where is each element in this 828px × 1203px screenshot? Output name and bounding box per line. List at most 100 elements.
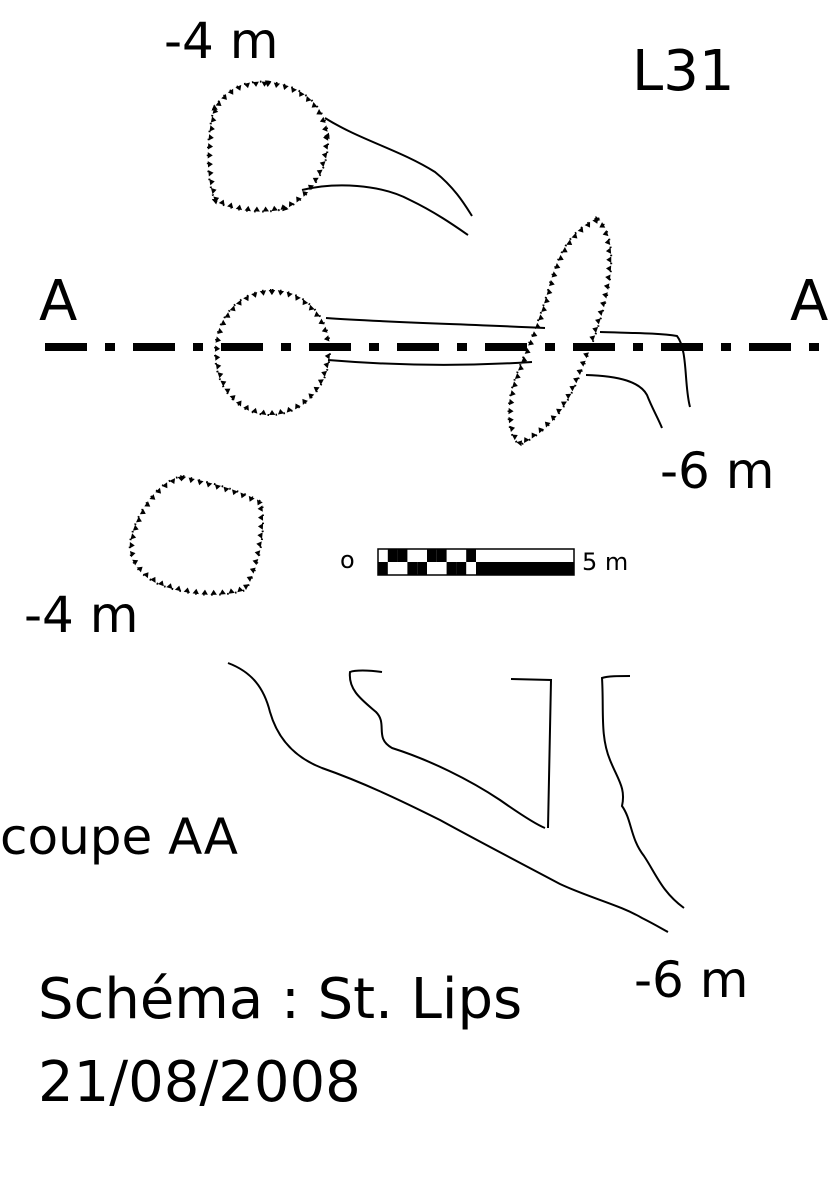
pit-hachure-tooth	[554, 263, 561, 269]
pit-hachure-tooth	[256, 499, 263, 506]
pit-hachure-tooth	[524, 347, 531, 354]
pit-hachure-tooth	[217, 327, 224, 334]
pit-hachure-tooth	[166, 583, 173, 590]
pit-hachure-tooth	[592, 326, 599, 333]
passage-wall-top-upper	[324, 117, 473, 217]
pit-hachure-tooth	[308, 393, 315, 400]
pit-hachure-tooth	[213, 196, 220, 203]
pit-hachure-tooth	[561, 246, 568, 253]
pit-elongated	[507, 216, 613, 447]
pit-hachure-tooth	[243, 295, 249, 302]
pit-hachure-tooth	[321, 326, 328, 333]
pit-hachure-tooth	[573, 377, 579, 384]
pit-hachure-tooth	[288, 201, 295, 208]
pit-hachure-tooth	[249, 567, 256, 574]
pit-hachure-tooth	[296, 196, 302, 203]
pit-hachure-tooth	[324, 353, 331, 360]
pit-hachure-tooth	[208, 134, 214, 141]
depth-label-lower-left: -4 m	[24, 586, 139, 644]
pit-hachure-tooth	[571, 232, 578, 239]
pit-hachure-tooth	[302, 191, 309, 197]
pit-hachure-tooth	[286, 406, 293, 413]
pit-hachure-tooth	[531, 331, 538, 338]
pit-hachure-tooth	[551, 271, 558, 278]
pit-hachure-tooth	[254, 550, 261, 557]
pit-hachure-tooth	[243, 584, 249, 590]
pit-hachure-tooth	[508, 398, 515, 406]
pit-hachure-tooth	[314, 311, 321, 317]
pit-hachure-tooth	[589, 335, 596, 342]
pit-hachure-tooth	[258, 514, 264, 521]
scale-start-label: o	[340, 546, 355, 574]
pit-hachure-tooth	[600, 301, 606, 308]
pit-hachure-tooth	[291, 87, 297, 93]
pit-hachure-tooth	[214, 484, 221, 490]
section-wall-outer-right	[600, 675, 685, 909]
pit-hachure-tooth	[321, 152, 328, 159]
pit-hachure-tooth	[224, 388, 231, 395]
pit-hachure-tooth	[280, 204, 287, 210]
section-marker-left: A	[39, 269, 78, 334]
pit-hachure-tooth	[227, 202, 234, 209]
pit-hachure-tooth	[206, 481, 213, 488]
pit-hachure-tooth	[169, 478, 176, 485]
pit-hachure-tooth	[321, 370, 328, 377]
pit-hachure-tooth	[228, 588, 235, 594]
section-marker-right: A	[790, 269, 828, 334]
pit-hachure-tooth	[282, 84, 289, 90]
pit-hachure-tooth	[546, 288, 553, 295]
pit-hachure-tooth	[277, 409, 285, 415]
pit-hachure-tooth	[220, 380, 227, 387]
pit-hachure-tooth	[221, 94, 227, 100]
pit-hachure-tooth	[576, 369, 583, 376]
pit-hachure-tooth	[511, 434, 518, 441]
pit-hachure-tooth	[302, 398, 308, 405]
pit-hachure-tooth	[268, 409, 276, 416]
pit-hachure-tooth	[177, 475, 184, 482]
pit-hachure-tooth	[174, 585, 182, 592]
pit-hachure-tooth	[207, 152, 213, 159]
pit-hachure-tooth	[214, 345, 221, 352]
pit-hachure-tooth	[316, 169, 323, 176]
pit-hachure-tooth	[243, 404, 249, 411]
pit-hachure-tooth	[271, 205, 278, 212]
pit-hachure-tooth	[538, 314, 544, 321]
pit-hachure-tooth	[603, 283, 610, 290]
pit-hachure-tooth	[508, 407, 514, 415]
pit-hachure-tooth	[524, 437, 530, 443]
pit-hachure-tooth	[227, 88, 234, 95]
pit-hachure-tooth	[305, 95, 312, 102]
pit-hachure-tooth	[129, 542, 135, 549]
pit-hachure-tooth	[201, 589, 208, 595]
pit-hachure-tooth	[235, 400, 242, 407]
pit-hachure-tooth	[149, 494, 156, 500]
pit-hachure-tooth	[538, 427, 545, 434]
pit-hachure-tooth	[248, 495, 255, 502]
pit-hachure-tooth	[514, 372, 521, 379]
pit-hachure-tooth	[130, 533, 137, 540]
pit-hachure-tooth	[223, 486, 230, 493]
pit-hachure-tooth	[286, 291, 293, 298]
pit-hachure-tooth	[606, 256, 612, 263]
passage-wall-mid-upper	[325, 317, 691, 408]
pit-hachure-tooth	[209, 179, 215, 186]
pit-hachure-tooth	[319, 116, 326, 123]
pit-hachure-tooth	[259, 290, 267, 296]
pit-hachure-tooth	[516, 440, 523, 447]
section-label: coupe AA	[0, 808, 238, 866]
pit-hachure-tooth	[312, 177, 319, 184]
pit-hachure-tooth	[215, 336, 222, 343]
pit-hachure-tooth	[139, 508, 146, 515]
pit-hachure-tooth	[157, 580, 164, 587]
scale-end-label: 5 m	[582, 548, 629, 576]
pit-hachure-tooth	[235, 204, 243, 211]
pit-hachure-tooth	[295, 294, 301, 301]
pit-hachure-tooth	[569, 385, 576, 392]
date-line: 21/08/2008	[38, 1050, 361, 1115]
pit-hachure-tooth	[215, 100, 222, 107]
pit-hachure-tooth	[210, 187, 217, 195]
pit-hachure-tooth	[584, 221, 591, 228]
section-wall-outer-left	[227, 662, 669, 933]
pit-hachure-tooth	[207, 161, 213, 168]
pit-hachure-tooth	[220, 319, 227, 326]
